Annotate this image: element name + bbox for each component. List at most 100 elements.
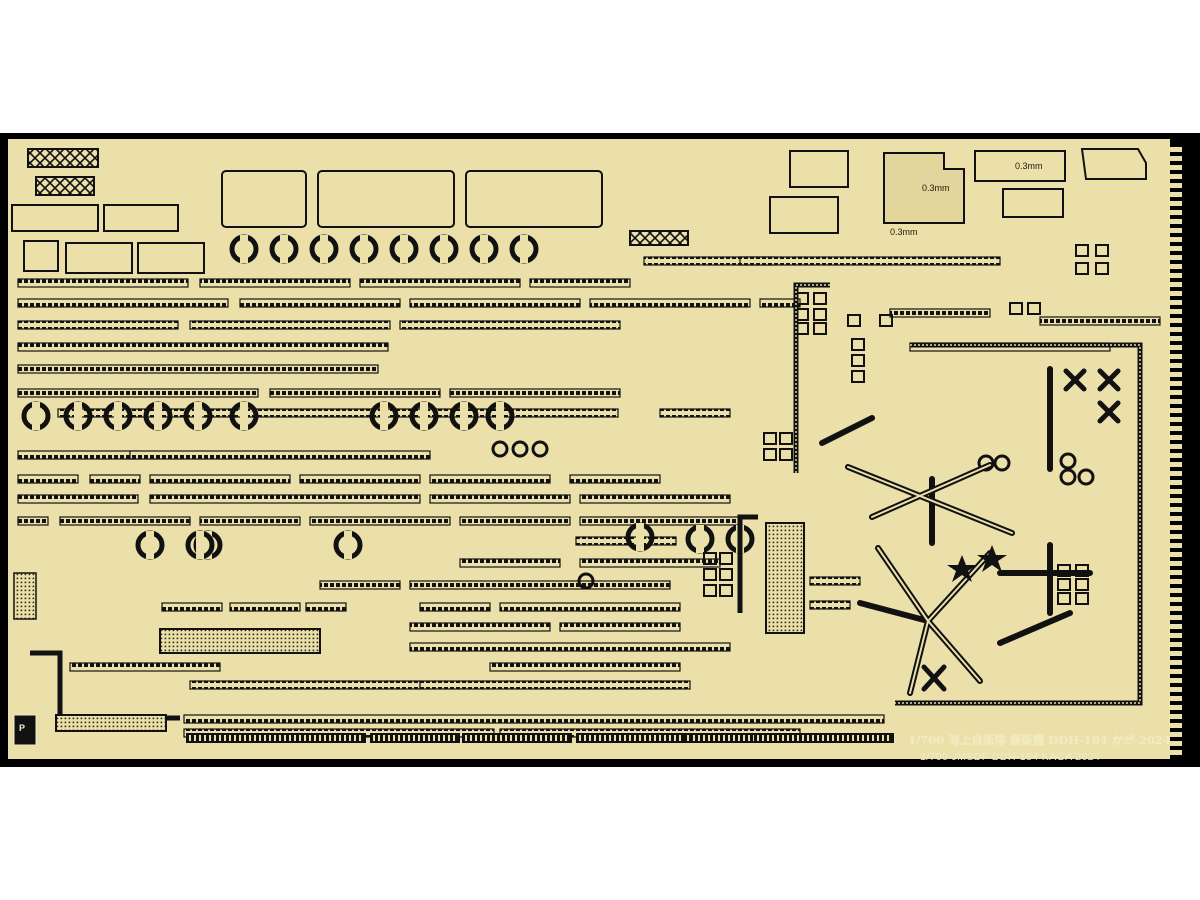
catwalk-rib — [204, 735, 206, 741]
catwalk-rib — [438, 735, 440, 741]
small-part — [763, 432, 777, 445]
edge-notch — [1168, 291, 1182, 296]
catwalk-rib — [259, 735, 261, 741]
small-part — [1057, 592, 1071, 605]
edge-notch — [1168, 489, 1182, 494]
small-ring — [531, 440, 549, 458]
catwalk-rib — [599, 735, 601, 741]
small-part — [1075, 592, 1089, 605]
edge-notch — [1168, 633, 1182, 638]
ring-gap — [194, 402, 202, 430]
catwalk-rib — [540, 735, 542, 741]
catwalk-rib — [877, 735, 879, 741]
small-ring — [511, 440, 529, 458]
railing-strip — [449, 388, 621, 398]
catwalk-rib — [209, 735, 211, 741]
railing-strip — [569, 474, 661, 484]
railing-strip — [659, 408, 731, 418]
catwalk-rib — [757, 735, 759, 741]
catwalk-rib — [842, 735, 844, 741]
catwalk-rib — [852, 735, 854, 741]
railing-strip — [17, 494, 139, 504]
catwalk-rib — [589, 735, 591, 741]
catwalk-rib — [624, 735, 626, 741]
truss-frame — [35, 176, 95, 196]
catwalk-rib — [254, 735, 256, 741]
catwalk-rib — [289, 735, 291, 741]
manufacturer-logo: P — [13, 714, 37, 746]
catwalk-rib — [609, 735, 611, 741]
catwalk-rib — [728, 735, 730, 741]
catwalk-rib — [269, 735, 271, 741]
edge-notch — [1168, 462, 1182, 467]
railing-strip — [559, 622, 681, 632]
catwalk-rib — [505, 735, 507, 741]
catwalk-rib — [698, 735, 700, 741]
deck-edge-rail-detail — [795, 284, 1141, 704]
catwalk-rib — [659, 735, 661, 741]
edge-notch — [1168, 192, 1182, 197]
mesh-net — [765, 522, 805, 634]
thickness-label: 0.3mm — [922, 183, 950, 193]
catwalk-strips — [186, 733, 894, 743]
small-part — [1075, 244, 1089, 257]
railing-strip — [419, 680, 691, 690]
edge-notch — [1168, 318, 1182, 323]
edge-notch — [1168, 246, 1182, 251]
cross-parts — [921, 368, 1121, 692]
catwalk-rib — [669, 735, 671, 741]
small-part — [719, 552, 733, 565]
ring-gap — [636, 523, 644, 551]
catwalk-rib — [560, 735, 562, 741]
edge-notch — [1168, 480, 1182, 485]
railing-strip — [809, 576, 861, 586]
edge-notch — [1168, 336, 1182, 341]
edge-notch — [1168, 372, 1182, 377]
fret-title-english: 1/700 JMSDF DDH-184 KAGA 2024 — [920, 751, 1100, 763]
railing-strip — [429, 494, 571, 504]
railing-strip — [161, 602, 223, 612]
catwalk-rib — [832, 735, 834, 741]
edge-notch — [1168, 390, 1182, 395]
catwalk-rib — [708, 735, 710, 741]
edge-notch — [1168, 678, 1182, 683]
edge-notch — [1168, 534, 1182, 539]
catwalk-rib — [304, 735, 306, 741]
edge-notch — [1168, 651, 1182, 656]
catwalk-rib — [189, 735, 191, 741]
railing-strip — [57, 408, 619, 418]
ring-gap — [520, 235, 528, 263]
railing-strip — [579, 558, 721, 568]
railing-strip — [589, 298, 751, 308]
railing-strip — [459, 516, 571, 526]
catwalk-rib — [403, 735, 405, 741]
catwalk-rib — [693, 735, 695, 741]
thickness-label: 0.3mm — [890, 227, 918, 237]
catwalk-rib — [679, 735, 681, 741]
catwalk-rib — [782, 735, 784, 741]
catwalk-rib — [393, 735, 395, 741]
edge-notch — [1168, 687, 1182, 692]
edge-notch — [1168, 696, 1182, 701]
catwalk-rib — [359, 735, 361, 741]
catwalk-rib — [867, 735, 869, 741]
small-part — [1075, 262, 1089, 275]
small-part — [1095, 244, 1109, 257]
deck-plates — [883, 148, 1147, 224]
ring-gap — [32, 402, 40, 430]
rotor-blade-detail — [847, 464, 1013, 694]
catwalk-rib — [797, 735, 799, 741]
catwalk-rib — [713, 735, 715, 741]
catwalk-rib — [822, 735, 824, 741]
small-part — [813, 322, 827, 335]
catwalk-rib — [634, 735, 636, 741]
edge-notch — [1168, 642, 1182, 647]
catwalk-rib — [872, 735, 874, 741]
ring-gap — [400, 235, 408, 263]
catwalk-rib — [565, 735, 567, 741]
edge-notch — [1168, 435, 1182, 440]
small-ring — [1059, 468, 1077, 486]
catwalk-rib — [314, 735, 316, 741]
catwalk-rib — [767, 735, 769, 741]
catwalk-rib — [520, 735, 522, 741]
